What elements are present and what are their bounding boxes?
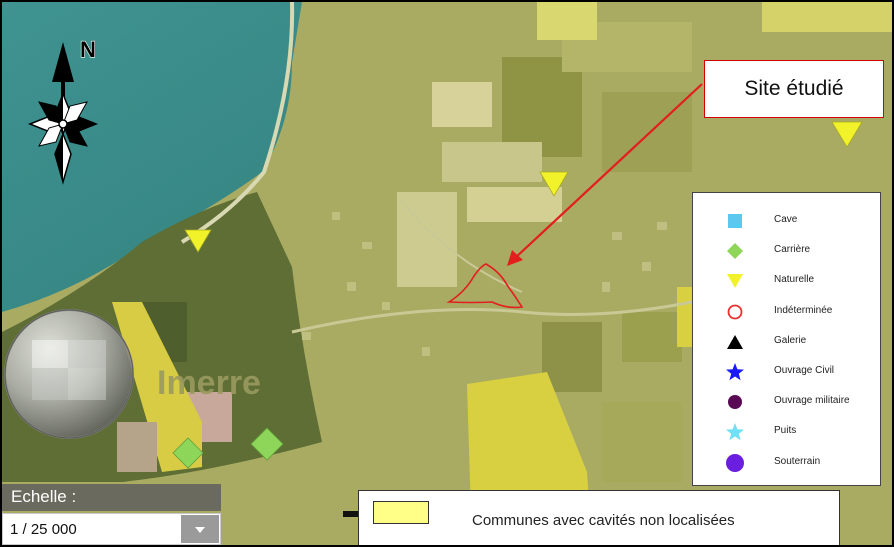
callout-arrowhead [507,250,523,266]
cliff-line [180,2,295,244]
scale-label: Echelle : [11,487,77,506]
field [542,322,602,392]
legend-item: Ouvrage militaire [693,390,880,412]
marker-naturelle[interactable] [831,121,863,148]
scale-header-bar [2,484,221,511]
legend-item-label: Ouvrage Civil [774,365,835,376]
road [291,300,693,334]
scale-select-value: 1 / 25 000 [10,521,77,538]
field [762,2,892,32]
legend-item-label: Indéterminée [774,304,833,316]
triangle-down-icon [727,274,743,289]
communes-legend-label: Communes avec cavités non localisées [472,512,735,529]
field [502,57,582,157]
circle-outline-icon [727,304,743,319]
legend-item: Souterrain [693,451,880,473]
communes-legend: Communes avec cavités non localisées [358,490,840,545]
triangle-up-icon [727,334,743,349]
star-icon [726,423,744,441]
scale-select[interactable]: 1 / 25 000 [2,513,221,545]
square-icon [728,214,742,228]
study-site-outline[interactable] [446,263,524,309]
legend-item: Cave [693,209,880,231]
scale-bar-tick [343,511,359,517]
star-icon [726,363,744,381]
place-label: Imerre [157,364,261,402]
compass-icon [27,42,99,185]
legend-item: Naturelle [693,269,880,291]
field-highlight [112,302,202,472]
field [602,92,692,172]
navigation-globe-control[interactable] [4,309,134,439]
site-callout-label: Site étudié [744,77,844,100]
legend-item-label: Ouvrage militaire [774,395,850,407]
village-texture [302,212,667,356]
legend-item-label: Souterrain [774,455,821,467]
legend-item-label: Puits [774,425,797,437]
circle-icon [728,395,742,410]
marker-naturelle[interactable] [539,171,569,197]
legend-item: Carrière [693,239,880,261]
field [442,142,542,182]
scale-dropdown-button[interactable] [181,515,219,543]
legend-item: Galerie [693,330,880,352]
field [537,2,597,40]
chevron-down-icon [195,527,205,533]
marker-carriere[interactable] [172,437,204,469]
field [117,422,157,472]
site-callout: Site étudié [704,60,884,118]
legend-item: Indéterminée [693,300,880,322]
legend-item-label: Cave [774,214,798,225]
field [432,82,492,127]
marker-carriere[interactable] [250,427,284,461]
legend-item: Ouvrage Civil [693,360,880,382]
circle-large-icon [726,453,744,472]
field [467,187,562,222]
legend-item-label: Carrière [774,244,811,256]
field [602,402,682,482]
legend-item-label: Naturelle [774,274,815,286]
north-label: N [80,37,96,62]
legend-item: Puits [693,420,880,442]
marker-naturelle[interactable] [184,229,212,253]
field [622,312,682,362]
legend-item-label: Galerie [774,334,807,346]
communes-swatch [373,501,429,524]
diamond-icon [727,243,743,260]
callout-arrow [513,83,703,260]
